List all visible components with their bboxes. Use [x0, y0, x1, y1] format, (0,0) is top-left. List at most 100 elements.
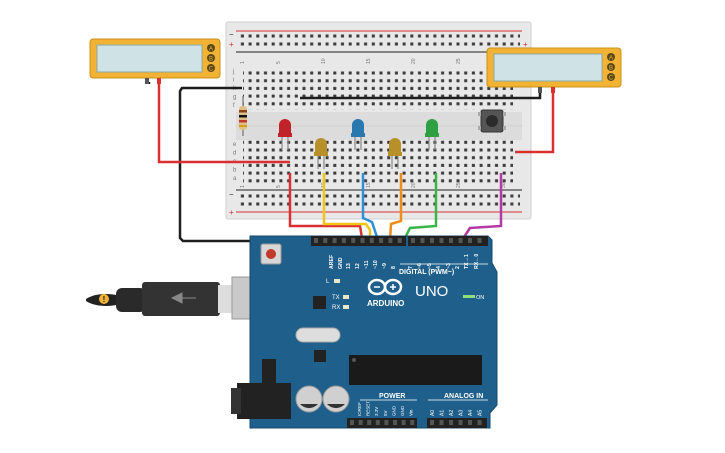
analog-pin-label: A5: [478, 410, 484, 416]
wire-yellow: [322, 173, 372, 240]
rail-minus-label-bottom: −: [229, 190, 234, 199]
row-letter: g: [233, 95, 236, 101]
dc-power-jack[interactable]: [237, 383, 291, 419]
capacitor-2: [322, 385, 350, 413]
svg-text:!: !: [103, 295, 106, 304]
power-pin-label: GND: [400, 405, 405, 416]
power-pin-label: RESET: [366, 401, 371, 416]
lcd-pin[interactable]: [207, 54, 215, 62]
column-number: 10: [321, 58, 327, 64]
digital-pin-label: ~10: [373, 260, 379, 269]
wire-orange: [388, 173, 403, 241]
analog-pin-label: A4: [468, 410, 474, 416]
digital-pin-label: 12: [355, 263, 361, 269]
lcd-pin-label: C: [209, 67, 214, 73]
digital-pin-label: 8: [391, 266, 397, 269]
power-pin-label: Vin: [409, 409, 414, 416]
digital-label: DIGITAL (PWM~): [399, 269, 454, 276]
led-blue[interactable]: [351, 119, 365, 150]
lcd-pin-label: C: [609, 76, 614, 82]
lcd-pin[interactable]: [207, 44, 215, 52]
wire-red-lcd-left: [157, 82, 290, 164]
digital-pin-label: ~9: [382, 263, 388, 269]
rx-label: RX: [332, 305, 340, 311]
rail-minus-label: −: [229, 30, 234, 39]
usb-warning-icon: [99, 294, 109, 304]
column-number: 5: [276, 61, 282, 64]
digital-pin-label: 7: [408, 266, 414, 269]
lcd-pin-label: B: [609, 66, 613, 72]
lcd-right[interactable]: ABC: [486, 47, 622, 93]
digital-pin-label: GND: [338, 257, 344, 269]
row-letter: f: [233, 103, 235, 109]
digital-pin-label: AREF: [329, 255, 335, 269]
column-number: 1: [240, 185, 246, 188]
column-number: 25: [456, 58, 462, 64]
capacitor-1: [295, 385, 323, 413]
lcd-left[interactable]: ABC: [89, 38, 221, 84]
power-pin-label: IOREF: [357, 402, 362, 416]
rail-plus-label-bottom: +: [229, 208, 234, 217]
usb-icon: [170, 292, 196, 304]
analog-pin-label: A1: [440, 410, 446, 416]
power-pin-label: GND: [391, 405, 396, 416]
digital-pin-label: ~11: [364, 260, 370, 269]
crystal: [295, 327, 341, 343]
model-label: UNO: [415, 283, 448, 300]
column-number: 20: [411, 182, 417, 188]
digital-pin-label: ~6: [417, 263, 423, 269]
wire-red-lcd-right: [515, 90, 555, 154]
leds[interactable]: [278, 119, 439, 169]
digital-pin-label: RX←0: [474, 254, 480, 269]
pushbutton[interactable]: [478, 109, 506, 133]
digital-pin-label: 13: [346, 263, 352, 269]
wire-red-pin12: [288, 173, 364, 239]
analog-label: ANALOG IN: [444, 393, 483, 400]
digital-pin-label: ~3: [446, 263, 452, 269]
column-number: 5: [276, 185, 282, 188]
analog-pin-label: A0: [430, 410, 436, 416]
lcd-pin[interactable]: [607, 63, 615, 71]
wires[interactable]: [147, 82, 555, 243]
rail-plus-label: +: [229, 40, 234, 49]
column-number: 20: [411, 58, 417, 64]
analog-pin-label: A2: [449, 410, 455, 416]
column-number: 1: [240, 61, 246, 64]
lcd-pin[interactable]: [207, 64, 215, 72]
l-label: L: [326, 279, 330, 285]
digital-pin-label: 2: [455, 266, 461, 269]
power-pin-label: 5V: [383, 410, 388, 416]
wire-black-gnd: [178, 86, 333, 243]
led-green[interactable]: [425, 119, 439, 150]
lcd-pin[interactable]: [607, 73, 615, 81]
rail-plus-label-right: +: [523, 40, 528, 49]
digital-pin-label: 4: [436, 266, 442, 269]
microcontroller-chip: [349, 355, 482, 385]
brand-label: ARDUINO: [367, 299, 404, 308]
led-red[interactable]: [278, 119, 292, 150]
led-yellow-2[interactable]: [388, 138, 402, 169]
row-letter: j: [232, 69, 234, 75]
column-number: 30: [501, 182, 507, 188]
digital-pin-label: TX→1: [464, 254, 470, 269]
tx-label: TX: [332, 295, 340, 301]
power-label: POWER: [379, 393, 405, 400]
column-number: 15: [366, 58, 372, 64]
row-letter: a: [233, 176, 237, 182]
resistor[interactable]: [239, 96, 247, 136]
wire-purple: [460, 173, 503, 241]
lcd-pin[interactable]: [607, 53, 615, 61]
arduino-logo: [367, 278, 403, 296]
on-label: ON: [476, 295, 484, 301]
led-yellow[interactable]: [314, 138, 328, 169]
row-letter: d: [233, 151, 236, 157]
power-pin-label: 3.3V: [374, 407, 379, 416]
lcd-pin-label: A: [609, 56, 613, 62]
digital-pin-label: ~5: [427, 263, 433, 269]
wire-green: [402, 173, 438, 241]
